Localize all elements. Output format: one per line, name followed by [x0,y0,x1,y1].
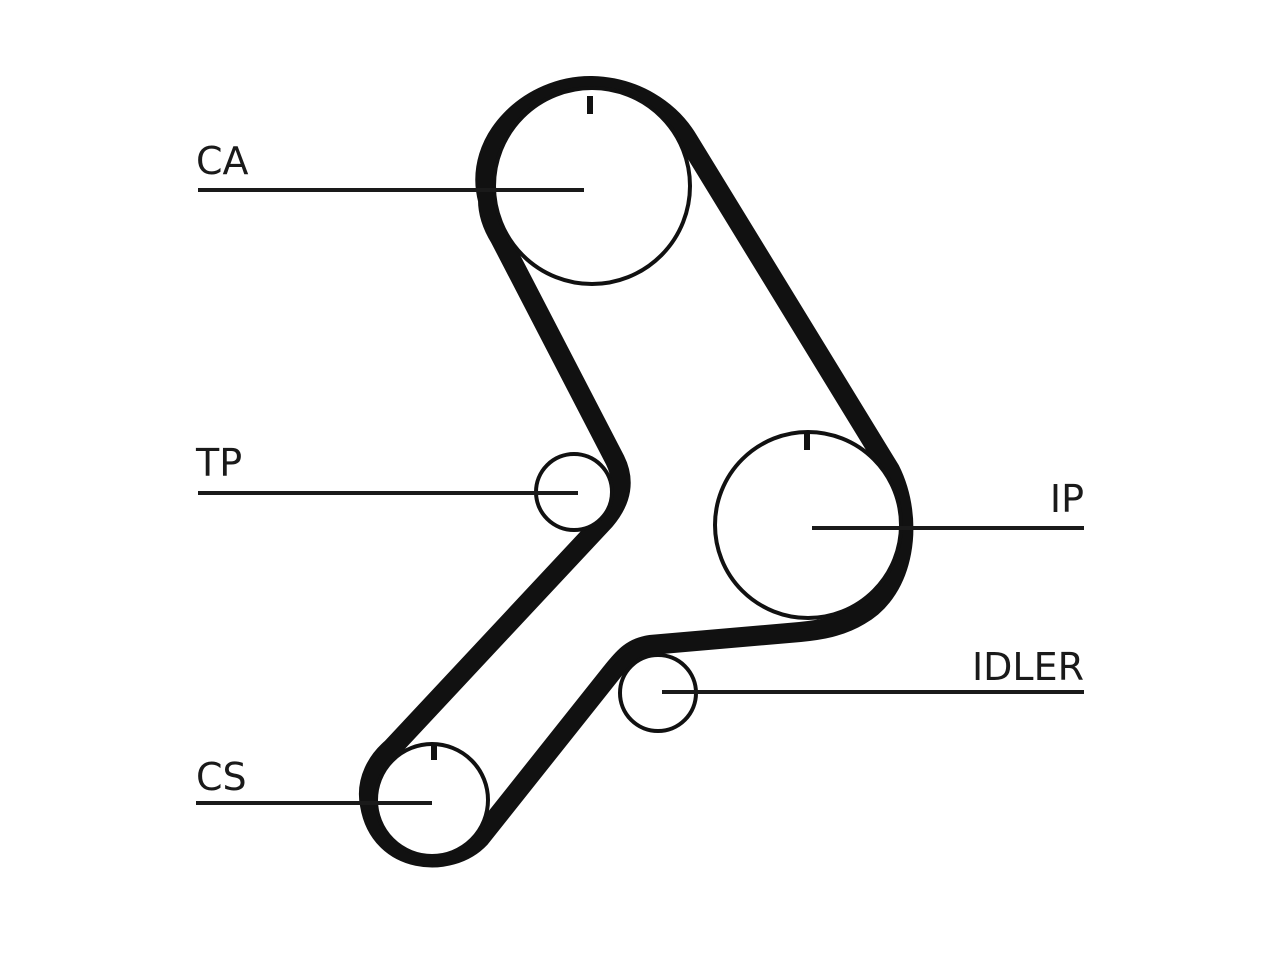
label-idler: IDLER [972,645,1084,689]
label-ip: IP [1050,477,1084,521]
injection-pump-pulley [713,430,903,620]
label-ca: CA [196,139,249,183]
crankshaft-pulley [374,742,490,858]
label-tp: TP [195,441,242,485]
label-cs: CS [196,755,247,799]
camshaft-pulley [492,86,692,286]
